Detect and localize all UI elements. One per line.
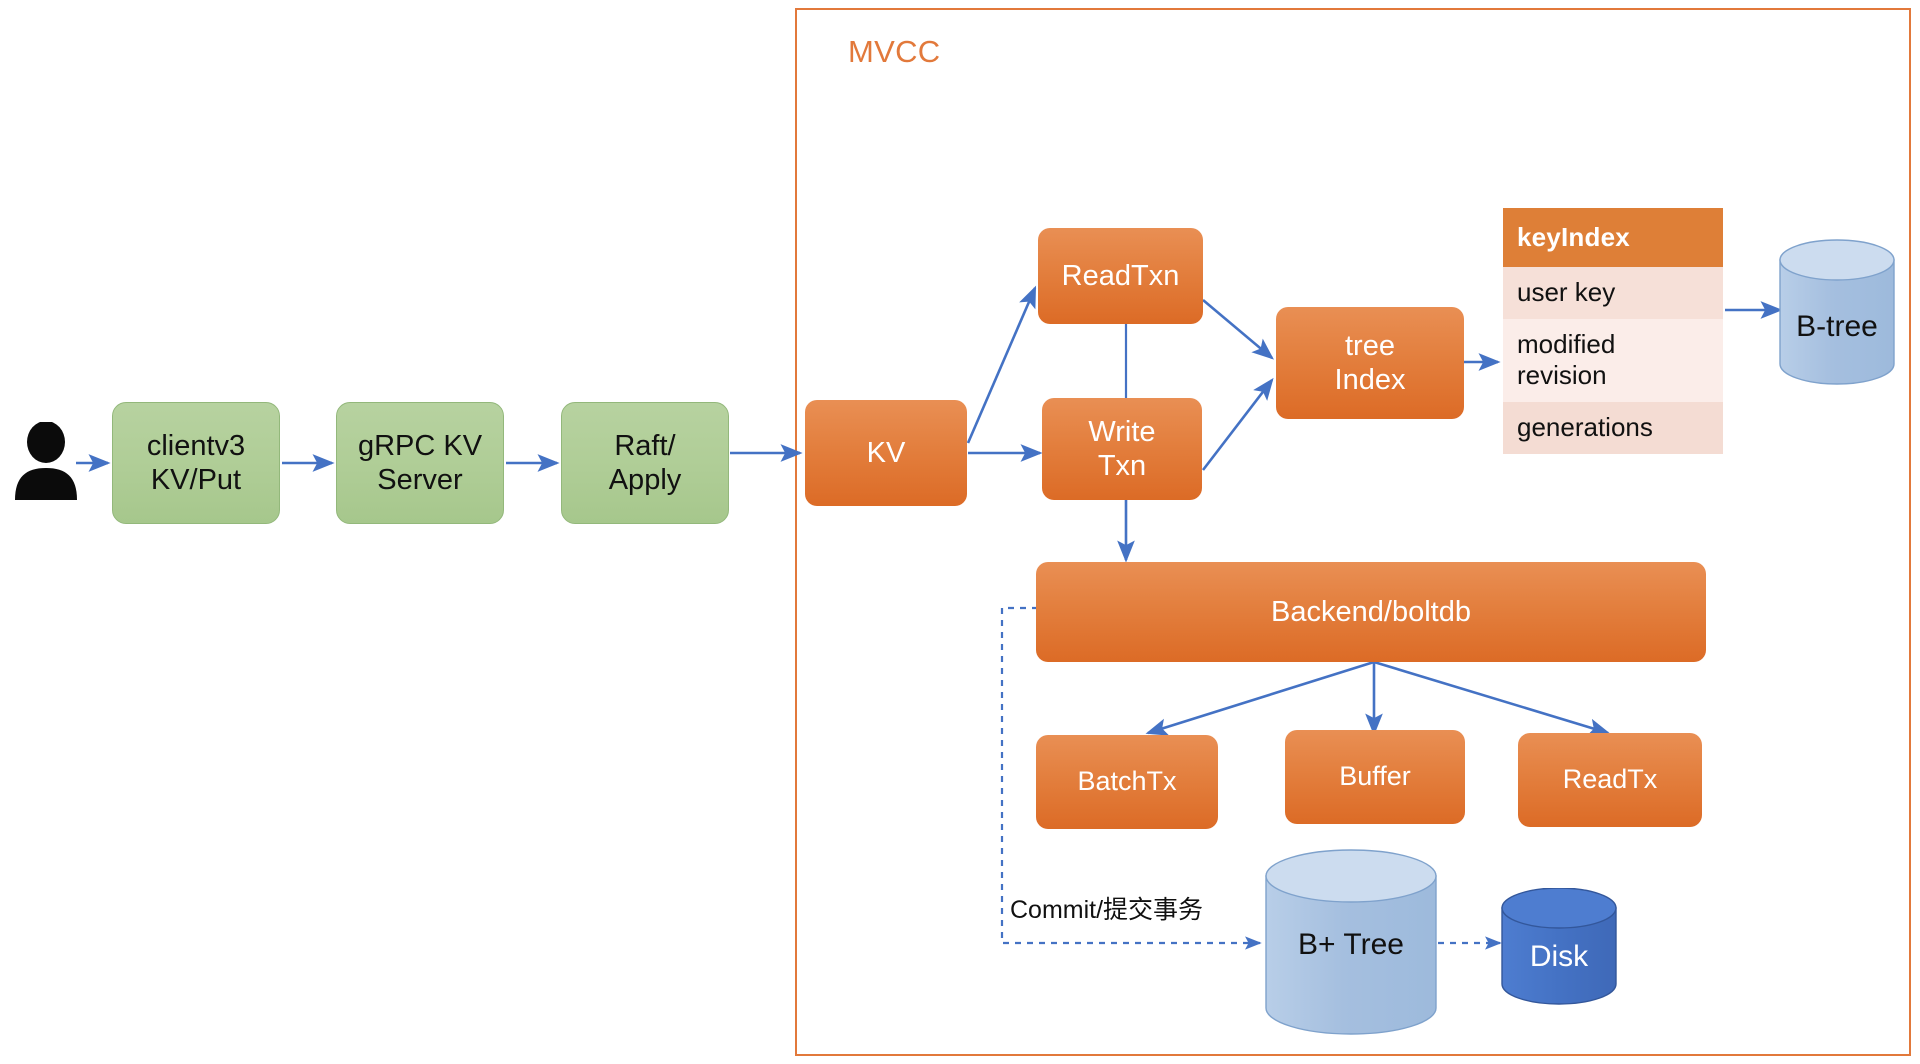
node-label: Backend/boltdb (1271, 595, 1471, 628)
node-label: tree Index (1335, 329, 1406, 397)
node-label: clientv3 KV/Put (147, 429, 245, 497)
node-label: gRPC KV Server (358, 429, 482, 497)
node-line1: Write (1088, 415, 1156, 448)
node-clientv3[interactable]: clientv3 KV/Put (112, 402, 280, 524)
user-icon (12, 421, 80, 500)
node-grpc-kv-server[interactable]: gRPC KV Server (336, 402, 504, 524)
node-label: ReadTx (1562, 764, 1658, 795)
node-raft-apply[interactable]: Raft/ Apply (561, 402, 729, 524)
node-label: KV (866, 436, 906, 469)
node-line2: Apply (608, 464, 682, 496)
node-label: Write Txn (1088, 415, 1155, 483)
node-tree-index[interactable]: tree Index (1276, 307, 1464, 419)
node-line1: Raft/ (614, 429, 676, 462)
node-kv[interactable]: KV (805, 400, 967, 506)
node-buffer[interactable]: Buffer (1285, 730, 1465, 824)
node-line2: Index (1334, 364, 1406, 396)
node-line1: tree (1345, 329, 1395, 362)
node-batchtx[interactable]: BatchTx (1036, 735, 1218, 829)
mvcc-title: MVCC (848, 34, 941, 69)
node-line1: clientv3 (146, 429, 246, 462)
node-line2: Txn (1097, 450, 1147, 482)
node-backend-boltdb[interactable]: Backend/boltdb (1036, 562, 1706, 662)
node-label: BatchTx (1077, 766, 1177, 797)
node-line2: KV/Put (150, 464, 242, 496)
cylinder-label: B-tree (1796, 310, 1878, 343)
node-label: Buffer (1339, 761, 1411, 792)
cylinder-label: Disk (1529, 940, 1589, 973)
keyindex-row-generations: generations (1503, 402, 1723, 454)
keyindex-header: keyIndex (1503, 208, 1723, 267)
cylinder-bplustree: B+ Tree (1264, 848, 1438, 1038)
node-line1: gRPC KV (357, 429, 483, 462)
cylinder-disk: Disk (1500, 887, 1618, 1006)
node-readtxn[interactable]: ReadTxn (1038, 228, 1203, 324)
node-readtx[interactable]: ReadTx (1518, 733, 1702, 827)
cylinder-label: B+ Tree (1298, 928, 1404, 961)
commit-label: Commit/提交事务 (1010, 896, 1204, 924)
node-line2: Server (377, 464, 463, 496)
node-label: ReadTxn (1061, 259, 1180, 292)
keyindex-row-user-key: user key (1503, 267, 1723, 319)
mvcc-container (795, 8, 1911, 1056)
cylinder-btree: B-tree (1778, 238, 1896, 386)
node-writetxn[interactable]: Write Txn (1042, 398, 1202, 500)
node-label: Raft/ Apply (609, 429, 682, 497)
